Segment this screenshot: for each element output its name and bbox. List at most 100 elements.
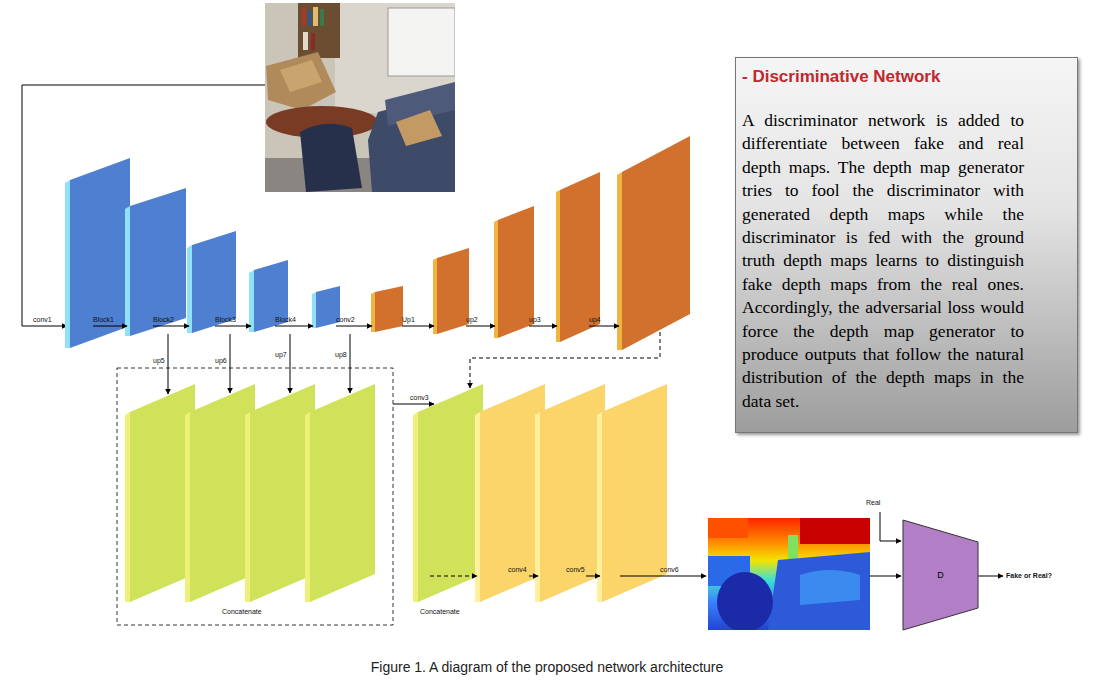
flow-arrow (466, 326, 495, 327)
input-label: Real (866, 499, 880, 507)
photo-chair (300, 124, 362, 192)
feature-slab (190, 384, 255, 602)
feature-slab (540, 384, 605, 602)
slab-edge (433, 258, 437, 334)
depth-region (768, 552, 870, 630)
skip-arrow (230, 334, 231, 393)
layer-name: Up1 (402, 316, 415, 324)
concat-slabs (125, 384, 375, 602)
slab-edge (187, 245, 192, 333)
real-arrow (880, 512, 901, 541)
layer-name: conv5 (566, 566, 585, 574)
flow-arrow (529, 576, 538, 577)
slab-edge (249, 270, 254, 332)
photo-open-box (396, 110, 442, 146)
flow-arrow (402, 326, 434, 327)
photo-box (280, 60, 322, 92)
dashed-arrow (470, 332, 660, 388)
feature-slab (310, 384, 375, 602)
layer-name: conv4 (508, 566, 527, 574)
layer-name: conv2 (336, 316, 355, 324)
group-label: Concatenate (420, 608, 460, 616)
skip-name: up8 (335, 351, 347, 359)
flow-arrow (589, 326, 619, 327)
depth-region (717, 572, 773, 630)
photo-book (311, 33, 315, 50)
layer-name: Block3 (215, 316, 236, 324)
photo-book (308, 10, 311, 26)
body-text: A discriminator network is added to diff… (742, 109, 1024, 413)
photo-bookshelf (298, 3, 340, 58)
depth-region (800, 570, 860, 605)
slab-edge (617, 172, 622, 350)
feature-slab (70, 158, 130, 348)
input-photo (265, 3, 455, 192)
feature-slab (622, 136, 690, 350)
skip-name: up5 (153, 357, 165, 365)
depth-region (708, 518, 748, 538)
feature-slab (602, 384, 667, 602)
depth-region (800, 518, 870, 544)
slab-edge (597, 412, 602, 602)
layer-name: Block1 (93, 316, 114, 324)
feature-slab (437, 248, 469, 334)
slab-edge (413, 412, 418, 602)
decoder-blocks (371, 136, 690, 350)
slab-edge (65, 180, 70, 348)
slab-edge (305, 412, 310, 602)
layer-name: conv3 (410, 394, 429, 402)
slab-edge (556, 190, 560, 342)
figure-caption: Figure 1. A diagram of the proposed netw… (0, 659, 1094, 676)
slab-edge (245, 412, 250, 602)
skip-arrow (168, 334, 169, 394)
photo-wall (265, 3, 455, 192)
flow-arrow (153, 326, 189, 327)
feature-slab (560, 172, 600, 342)
skip-name: up6 (215, 357, 227, 365)
slab-edge (535, 412, 540, 602)
photo-whiteboard (388, 8, 455, 76)
photo-book (320, 9, 324, 26)
photo-book (302, 8, 306, 26)
feature-slab (480, 384, 545, 602)
flow-arrow (620, 576, 706, 577)
depth-map (708, 518, 870, 630)
photo-box (266, 52, 336, 110)
feature-slab (375, 286, 403, 332)
flow-arrow (586, 576, 600, 577)
flow-arrow (393, 404, 434, 405)
trapezoid-shape (903, 520, 978, 630)
flow-arrow (275, 326, 313, 327)
group-label: Concatenate (222, 608, 262, 616)
section-heading: - Discriminative Network (742, 67, 1069, 87)
slab-edge (475, 412, 480, 602)
block-letter: D (937, 570, 944, 580)
flow-arrows (93, 326, 660, 394)
layer-name: conv1 (33, 316, 52, 324)
slab-edge (312, 292, 316, 328)
flow-arrow (215, 326, 251, 327)
layer-name: Block4 (275, 316, 296, 324)
feature-slab (250, 384, 315, 602)
layer-name: up4 (589, 316, 601, 324)
output-arrow (978, 576, 1003, 577)
skip-arrow (290, 334, 291, 393)
flow-arrow (529, 326, 557, 327)
skip-arrow (350, 334, 351, 393)
discriminator-block: D (903, 520, 978, 630)
photo-book (313, 7, 318, 26)
note-box: - Discriminative Network A discriminator … (735, 57, 1078, 433)
photo-book (303, 32, 308, 50)
slab-edge (125, 412, 130, 602)
output-label: Fake or Real? (1006, 572, 1052, 580)
layer-name: up2 (466, 316, 478, 324)
flow-arrow (870, 576, 901, 577)
concatenate-bracket (117, 368, 393, 625)
slab-edge (125, 206, 130, 336)
encoder-blocks (65, 158, 340, 348)
feature-slab (130, 384, 195, 602)
layer-name: Block2 (153, 316, 174, 324)
refine-slabs (413, 384, 667, 602)
feature-slab (418, 384, 483, 602)
layer-name: up3 (529, 316, 541, 324)
